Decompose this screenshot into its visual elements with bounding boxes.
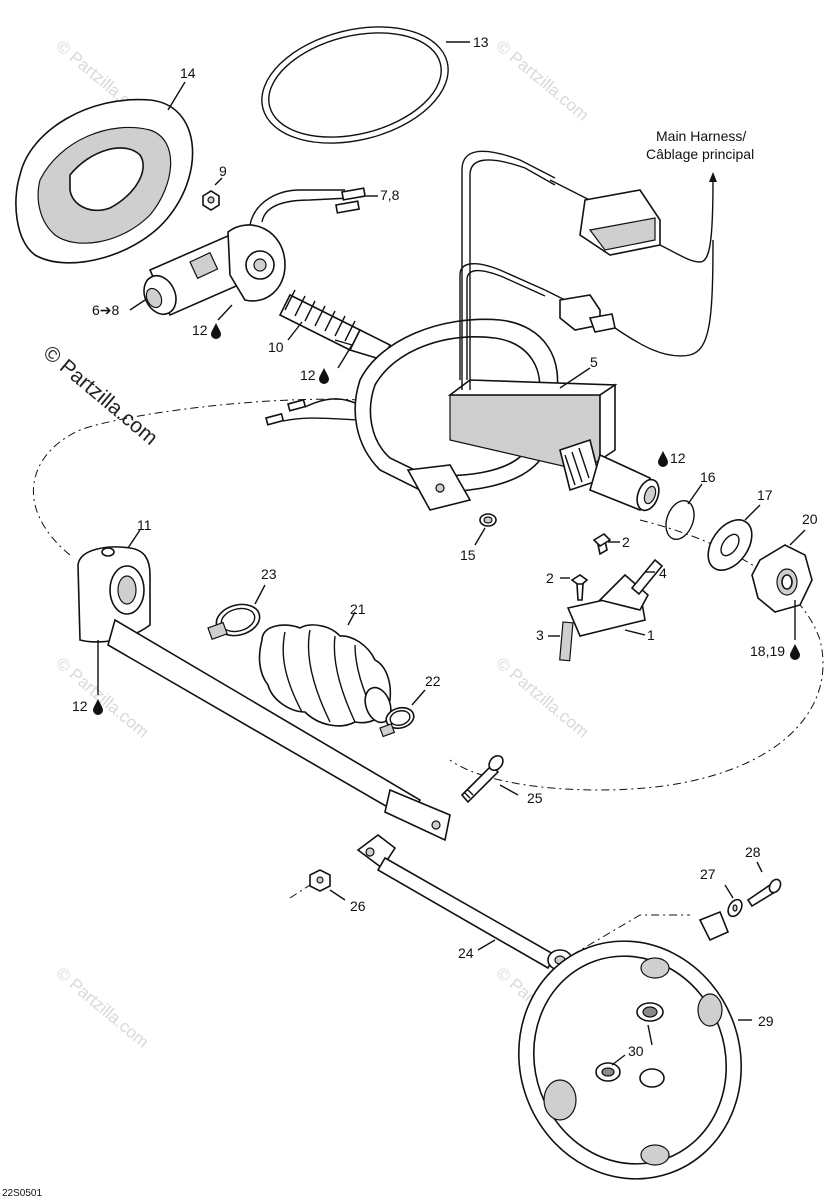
callout-18-19-lube: 18,19 xyxy=(750,643,800,660)
o-ring xyxy=(665,499,695,541)
callout-12-lube-b: 12 xyxy=(300,367,329,384)
callout-12-lube-c: 12 xyxy=(658,450,686,467)
harness-label-line1: Main Harness/ xyxy=(656,128,746,144)
harness-connector-large xyxy=(549,179,661,256)
drop-icon xyxy=(658,451,668,467)
watermark-main: © Partzilla.com xyxy=(39,341,162,450)
callout-12: 12 xyxy=(192,322,208,338)
callout-6-8: 6➔8 xyxy=(92,302,120,318)
callout-18-19: 18,19 xyxy=(750,643,785,659)
callout-12-lube-d: 12 xyxy=(72,698,103,715)
callout-12: 12 xyxy=(72,698,88,714)
hose-clamp-large xyxy=(207,603,261,641)
callout-24: 24 xyxy=(458,945,474,961)
watermark-faint: © Partzilla.com xyxy=(492,37,592,125)
drop-icon xyxy=(93,699,103,715)
callout-12: 12 xyxy=(300,367,316,383)
harness-connector-small xyxy=(544,289,616,333)
callout-12-lube-a: 12 xyxy=(192,322,221,339)
bushings xyxy=(595,1002,665,1088)
callout-2-top: 2 xyxy=(622,534,630,550)
callout-10: 10 xyxy=(268,339,284,355)
output-shaft xyxy=(559,438,660,512)
adhesive-strip xyxy=(630,558,664,596)
flange-nut xyxy=(751,544,813,613)
motor-assembly xyxy=(143,189,351,317)
washer xyxy=(707,519,753,571)
watermark-faint: © Partzilla.com xyxy=(52,964,152,1052)
callout-13: 13 xyxy=(473,34,489,50)
axle-shaft xyxy=(77,546,451,842)
connector-pins xyxy=(335,187,366,214)
drop-icon xyxy=(319,368,329,384)
cover xyxy=(15,98,194,264)
callout-15: 15 xyxy=(460,547,476,563)
callout-2-lower: 2 xyxy=(546,570,554,586)
drop-icon xyxy=(211,323,221,339)
harness-label-line2: Câblage principal xyxy=(646,146,754,162)
screw-lower xyxy=(570,574,589,601)
callout-9: 9 xyxy=(219,163,227,179)
rubber-boot xyxy=(258,624,392,727)
callout-26: 26 xyxy=(350,898,366,914)
ring-housing xyxy=(517,910,743,1180)
small-nut xyxy=(202,190,220,211)
bracket xyxy=(566,573,650,637)
assembly-loop-line xyxy=(33,398,824,791)
belt-seal xyxy=(261,26,449,144)
hose-clamp-small xyxy=(379,706,415,738)
callout-5: 5 xyxy=(590,354,598,370)
callout-1: 1 xyxy=(647,627,655,643)
callout-21: 21 xyxy=(350,601,366,617)
callout-16: 16 xyxy=(700,469,716,485)
harness-leader-line xyxy=(659,179,714,263)
callout-22: 22 xyxy=(425,673,441,689)
callout-12: 12 xyxy=(670,450,686,466)
callout-29: 29 xyxy=(758,1013,774,1029)
bolt-25 xyxy=(460,754,504,804)
grommet xyxy=(479,513,497,527)
washer-27 xyxy=(727,898,743,918)
screw-top xyxy=(592,532,612,556)
pin xyxy=(559,621,574,662)
rod-dash-line xyxy=(571,914,690,956)
callout-3: 3 xyxy=(536,627,544,643)
watermark-faint: © Partzilla.com xyxy=(492,654,592,742)
callout-30: 30 xyxy=(628,1043,644,1059)
nut-26 xyxy=(309,869,331,892)
drop-icon xyxy=(790,644,800,660)
worm-gear xyxy=(278,289,392,361)
callout-27: 27 xyxy=(700,866,716,882)
callout-14: 14 xyxy=(180,65,196,81)
callout-11: 11 xyxy=(137,517,152,533)
callout-25: 25 xyxy=(527,790,543,806)
callout-28: 28 xyxy=(745,844,761,860)
bolt-28 xyxy=(746,878,782,908)
drawing-code: 22S0501 xyxy=(2,1188,42,1199)
watermark-faint: © Partzilla.com xyxy=(52,654,152,742)
callout-23: 23 xyxy=(261,566,277,582)
callout-4: 4 xyxy=(659,565,667,581)
callout-7-8: 7,8 xyxy=(380,187,400,203)
callout-17: 17 xyxy=(757,487,773,503)
callout-20: 20 xyxy=(802,511,818,527)
